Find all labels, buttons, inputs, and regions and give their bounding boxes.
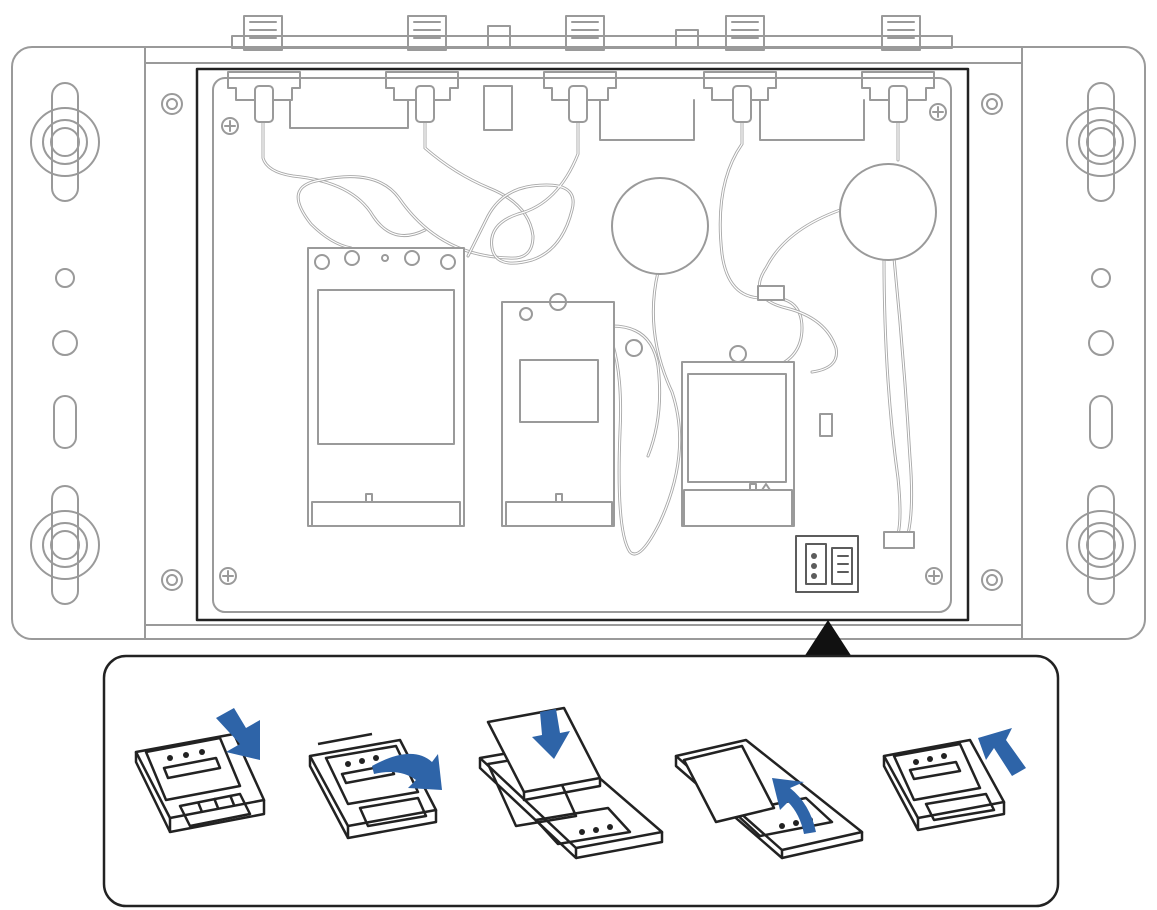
enclosure-outline-icon (11, 35, 1146, 640)
blue-arrow-icon (532, 709, 570, 759)
blue-arrow-icon (978, 728, 1026, 776)
standoff-screw (625, 339, 643, 357)
mounting-bracket-icon (30, 82, 100, 605)
inner-tray (212, 77, 952, 613)
highlight-frame (195, 67, 970, 622)
sim-step-1 (134, 708, 266, 834)
sim-card-slot-icon (795, 535, 859, 593)
sim-step-icon (478, 706, 664, 860)
callout-box (102, 654, 1060, 908)
mini-pcie-card-icon (307, 247, 465, 527)
pointer-triangle-icon (804, 620, 852, 657)
connector-brackets (227, 71, 935, 141)
antenna-connector-icon (243, 15, 921, 51)
tray-screws (219, 103, 947, 585)
sim-step-3 (478, 706, 664, 860)
mini-pcie-card-icon (681, 345, 833, 527)
sim-step-icon (134, 732, 266, 834)
sim-step-5 (882, 728, 1026, 832)
blue-arrow-icon (772, 778, 816, 834)
sim-step-icon (882, 738, 1006, 832)
sim-step-icon (674, 738, 864, 860)
blue-arrow-icon (216, 708, 260, 760)
antenna-puck-icon (611, 163, 937, 275)
sim-step-4 (674, 738, 864, 860)
blue-arrow-icon (372, 753, 442, 790)
mounting-bracket-icon (1066, 82, 1136, 605)
cable-plugs (254, 85, 908, 123)
sim-step-2 (308, 732, 442, 840)
mini-pcie-card-icon (501, 293, 615, 527)
